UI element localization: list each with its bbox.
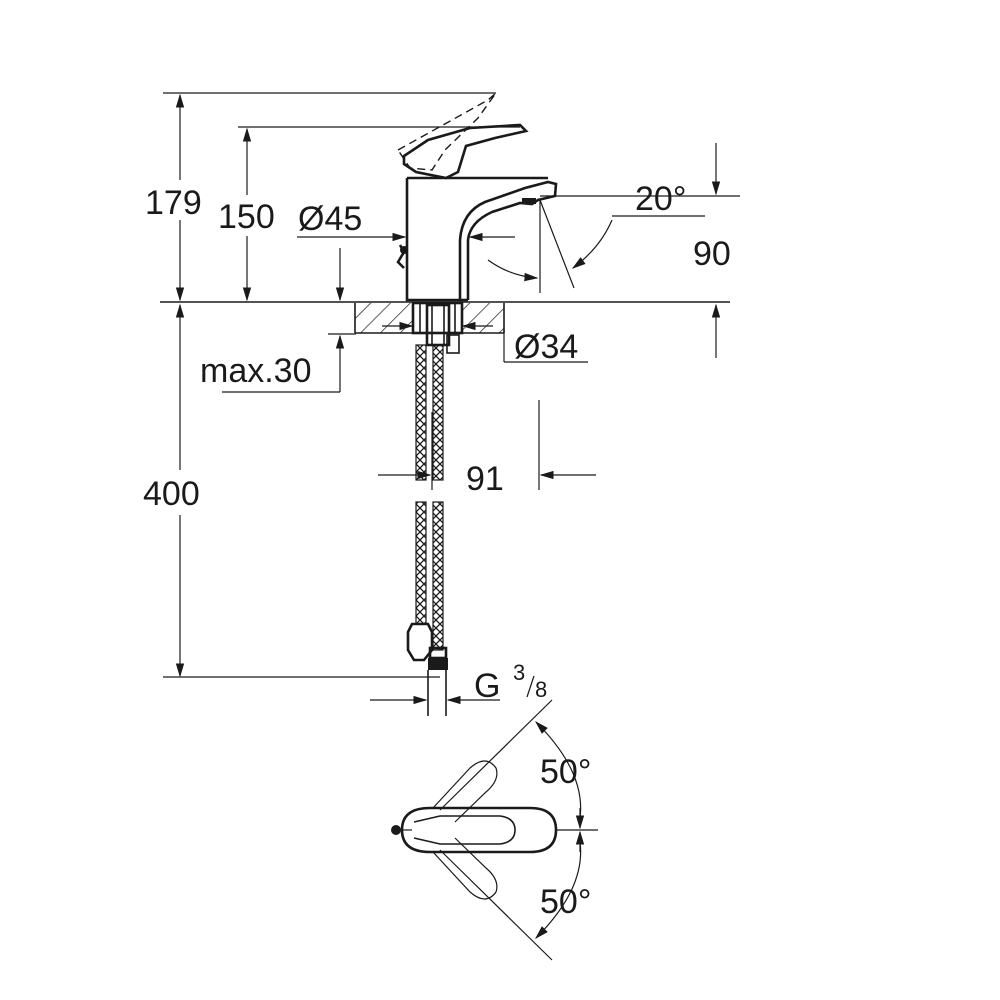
hose-fittings xyxy=(406,622,448,716)
dim-max30-label: max.30 xyxy=(200,352,312,390)
dim-20deg-label: 20° xyxy=(635,180,686,218)
pop-up-knob-dot xyxy=(400,246,408,254)
lever-rotated-up xyxy=(432,760,498,823)
dim-thread-label: G xyxy=(474,667,500,705)
dim-thread-numerator: 3 xyxy=(513,660,525,685)
faucet-side-view xyxy=(396,92,558,302)
dim-thread: G 3 8 xyxy=(370,660,547,705)
dim-179-label: 179 xyxy=(145,184,202,222)
dim-projection: 91 xyxy=(378,400,596,498)
dim-diameter-base: Ø34 xyxy=(382,321,588,366)
braided-hoses xyxy=(415,344,444,651)
dim-91-label: 91 xyxy=(466,460,504,498)
dim-height-spout: 150 xyxy=(218,126,520,302)
dim-spout-angle: 20° xyxy=(487,180,705,293)
dim-max-thickness: max.30 xyxy=(200,248,356,393)
top-view-knob xyxy=(391,825,401,835)
countertop-section xyxy=(354,303,505,334)
lever-raised-outline xyxy=(396,92,497,171)
dim-150-label: 150 xyxy=(218,198,275,236)
faucet-top-view: 50° 50° xyxy=(391,699,598,961)
dim-o45-label: Ø45 xyxy=(298,200,362,238)
dim-90-label: 90 xyxy=(693,235,731,273)
lever-rotated-down xyxy=(432,837,498,900)
top-view-body xyxy=(400,806,558,854)
dim-o34-label: Ø34 xyxy=(514,328,578,366)
dim-hose-length: 400 xyxy=(143,303,440,678)
dim-50deg-top-label: 50° xyxy=(540,753,591,791)
lever xyxy=(402,123,529,180)
dim-50deg-bottom-label: 50° xyxy=(540,883,591,921)
aerator xyxy=(522,198,536,204)
dim-spout-height: 90 xyxy=(540,143,740,358)
faucet-body xyxy=(405,178,558,302)
dim-height-total: 179 xyxy=(145,92,496,302)
dim-thread-denominator: 8 xyxy=(535,677,547,702)
top-view-inner xyxy=(413,815,516,845)
dim-400-label: 400 xyxy=(143,475,200,513)
dim-diameter-body: Ø45 xyxy=(297,200,515,242)
